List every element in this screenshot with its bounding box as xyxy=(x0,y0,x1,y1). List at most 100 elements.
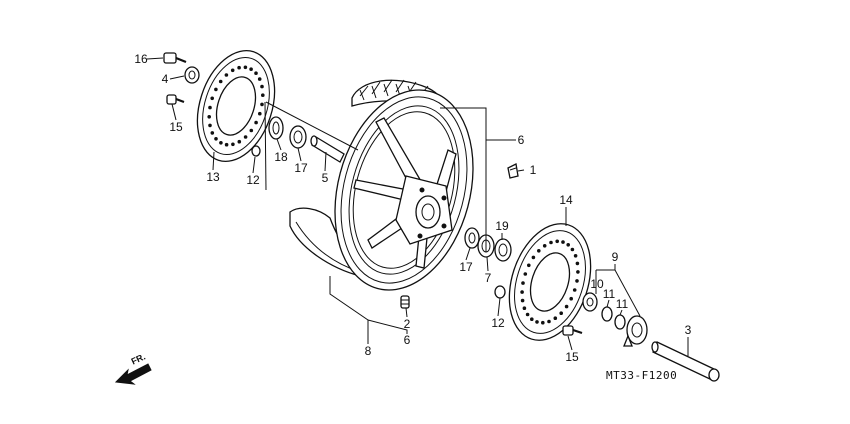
disc-hole xyxy=(243,65,248,70)
disc-hole xyxy=(237,65,241,70)
disc-hole xyxy=(249,67,253,71)
disc-hole xyxy=(537,249,541,253)
disc-hole xyxy=(254,120,258,125)
disc-hole xyxy=(261,93,265,97)
disc-hole xyxy=(218,79,223,84)
callout-c12b: 12 xyxy=(491,316,505,330)
disc-hole xyxy=(575,261,580,266)
front-axle-3 xyxy=(651,341,720,382)
disc-bolt-16 xyxy=(163,52,187,64)
speedometer-gear-10 xyxy=(582,292,598,312)
callout-c2: 2 xyxy=(403,317,411,331)
disc-hole xyxy=(214,87,218,92)
callout-c5: 5 xyxy=(321,171,329,185)
screw-12-right xyxy=(494,285,506,299)
disc-hole xyxy=(249,128,254,133)
distance-collar-5 xyxy=(310,135,345,163)
disc-hole xyxy=(573,254,578,258)
disc-hole xyxy=(522,306,527,311)
disc-hole xyxy=(521,281,525,285)
disc-hole xyxy=(530,317,534,322)
disc-hole xyxy=(258,111,262,116)
disc-hole xyxy=(535,320,539,324)
disc-hole xyxy=(257,77,262,81)
disc-hole xyxy=(531,255,536,260)
disc-hole xyxy=(542,244,547,248)
disc-hole xyxy=(559,311,564,316)
disc-hole xyxy=(527,263,531,268)
valve-bolt-15-left xyxy=(166,94,185,105)
callout-c3: 3 xyxy=(684,323,692,337)
disc-hole xyxy=(525,312,530,317)
disc-hole xyxy=(572,288,577,292)
disc-hole xyxy=(575,279,579,283)
disc-hole xyxy=(254,71,258,75)
callout-c17b: 17 xyxy=(459,260,473,274)
clip-nut-1 xyxy=(507,163,519,179)
bearing-17-left xyxy=(289,125,307,149)
disc-hole xyxy=(561,240,565,244)
callout-c15b: 15 xyxy=(565,350,579,364)
callout-c4: 4 xyxy=(161,72,169,86)
disc-hole xyxy=(553,316,558,321)
disc-hole xyxy=(208,105,212,110)
disc-hole xyxy=(260,84,264,89)
callout-c15a: 15 xyxy=(169,120,183,134)
right-brake-disc xyxy=(508,223,592,341)
callout-c9: 9 xyxy=(611,250,619,264)
callout-c19: 19 xyxy=(495,219,509,233)
callout-c1: 1 xyxy=(529,163,537,177)
callout-c7: 7 xyxy=(484,271,492,285)
disc-hole xyxy=(569,296,574,301)
retainer-11b xyxy=(614,314,626,330)
wheel-rim xyxy=(334,89,474,291)
retainer-11a xyxy=(601,306,613,322)
callout-c18: 18 xyxy=(274,150,288,164)
disc-hole xyxy=(231,142,235,147)
disc-hole xyxy=(224,142,229,147)
speedometer-gearbox-9 xyxy=(623,315,648,347)
callout-c10: 10 xyxy=(590,277,604,291)
disc-hole xyxy=(576,270,580,274)
callout-c12a: 12 xyxy=(246,173,260,187)
disc-hole xyxy=(214,137,218,141)
disc-hole xyxy=(260,102,264,107)
disc-hole xyxy=(224,73,229,77)
disc-hole xyxy=(564,304,569,309)
disc-hole xyxy=(219,141,223,145)
callout-c13: 13 xyxy=(206,170,220,184)
disc-hole xyxy=(570,247,575,252)
callout-c6b: 6 xyxy=(403,333,411,347)
disc-hole xyxy=(230,68,235,73)
disc-hole xyxy=(523,272,528,276)
callout-c11b: 11 xyxy=(615,297,629,311)
disc-hole xyxy=(210,131,215,135)
callout-c6a: 6 xyxy=(517,133,525,147)
disc-hole xyxy=(547,319,551,324)
callout-c16: 16 xyxy=(134,52,148,66)
callout-c17a: 17 xyxy=(294,161,308,175)
callout-c8: 8 xyxy=(364,344,372,358)
disc-hole xyxy=(210,96,214,101)
disc-hole xyxy=(549,240,553,245)
front-direction-arrow-icon xyxy=(114,363,152,385)
diagram-code: MT33-F1200 xyxy=(606,369,678,382)
disc-hole xyxy=(237,139,242,144)
callout-c14: 14 xyxy=(559,193,573,207)
valve-bolt-15-right xyxy=(562,325,583,336)
disc-hole xyxy=(541,320,545,325)
disc-hole xyxy=(207,115,211,119)
bearing-17-right xyxy=(464,227,480,249)
oil-seal-19 xyxy=(494,238,512,262)
leader-lines xyxy=(146,57,689,356)
left-brake-disc xyxy=(196,50,276,162)
callout-c11a: 11 xyxy=(602,287,616,301)
disc-hole xyxy=(555,239,560,244)
disc-hole xyxy=(566,243,571,247)
oil-seal-18 xyxy=(268,116,284,140)
disc-hole xyxy=(243,135,248,139)
collar-4 xyxy=(184,66,200,84)
disc-hole xyxy=(520,298,525,303)
screw-12-left xyxy=(251,145,261,157)
